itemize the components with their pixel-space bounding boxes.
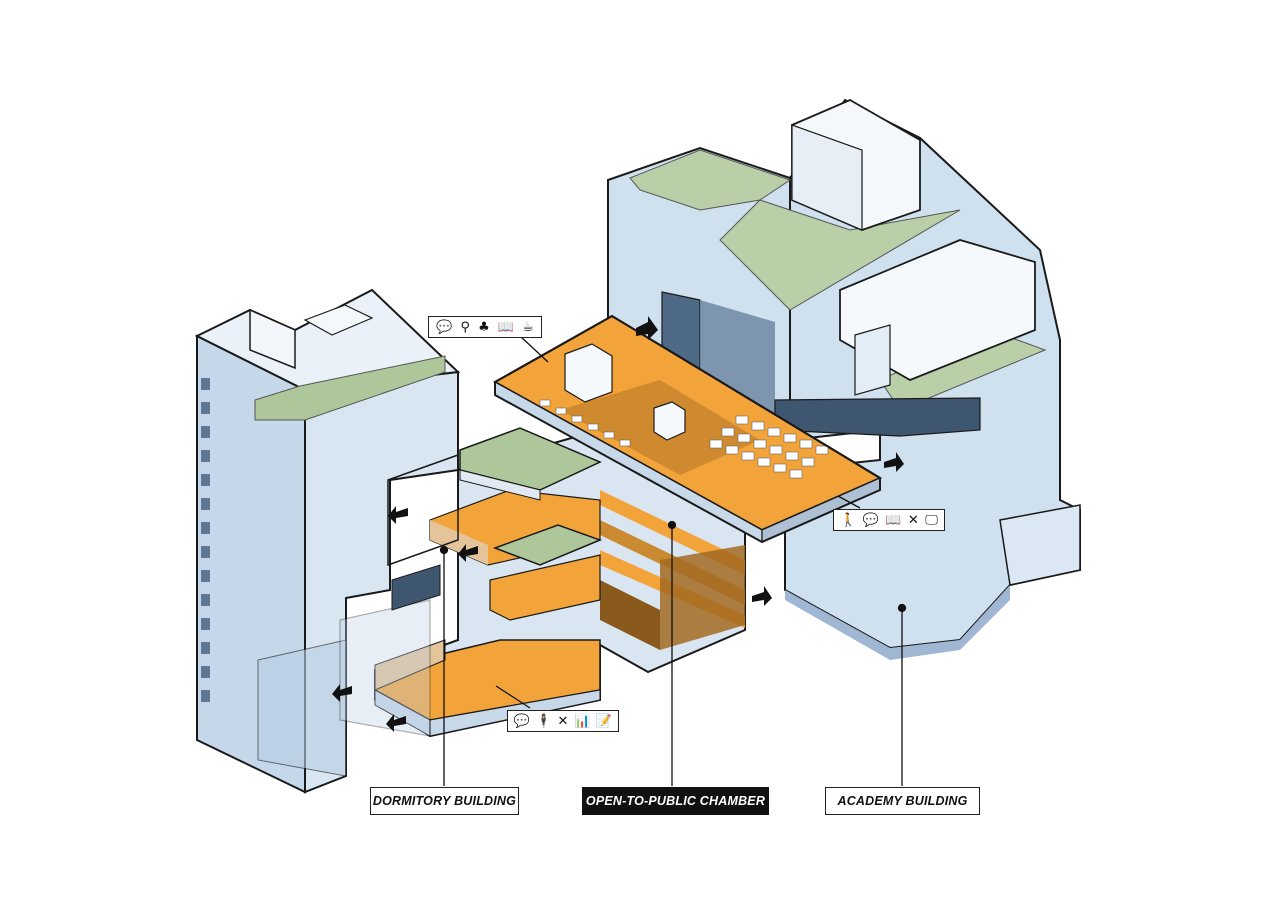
leader-lines — [439, 335, 907, 786]
coffee-cup-icon: ☕ — [522, 319, 534, 335]
open-to-public-chamber-label: OPEN-TO-PUBLIC CHAMBER — [582, 787, 769, 815]
speech-bubbles-icon: 💬 — [862, 512, 879, 528]
dormitory-building-label: DORMITORY BUILDING — [370, 787, 519, 815]
arrow-icon — [388, 506, 408, 524]
arrow-icon — [458, 544, 478, 562]
monitor-icon: 🖵 — [925, 512, 938, 528]
speech-bubbles-icon: 💬 — [513, 713, 531, 729]
circulation-arrows — [332, 316, 904, 732]
book-icon: 📖 — [497, 319, 515, 335]
academy-building-label: ACADEMY BUILDING — [825, 787, 980, 815]
arrow-icon — [752, 586, 772, 606]
presentation-board-icon: 📊 — [574, 713, 591, 729]
walking-person-icon: 🚶 — [840, 512, 857, 528]
dormitory-windows — [201, 378, 210, 702]
tools-icon: ✕ — [557, 713, 569, 729]
desk-grid — [539, 399, 829, 479]
arrow-icon — [884, 452, 904, 472]
standing-person-icon: 🕴 — [535, 713, 552, 729]
tools-icon: ✕ — [907, 512, 919, 528]
dormitory-building — [194, 288, 461, 794]
speaker-podium-icon: ⚲ — [460, 319, 470, 335]
notes-icon: 📝 — [595, 713, 613, 729]
icon-strip-workspace: 🚶 💬 📖 ✕ 🖵 — [833, 509, 945, 531]
icon-strip-lower-floor: 💬 🕴 ✕ 📊 📝 — [507, 710, 619, 732]
speech-bubbles-icon: 💬 — [436, 319, 453, 335]
icon-strip-top-floor: 💬 ⚲ ♣ 📖 ☕ — [428, 316, 542, 338]
arrow-icon — [332, 684, 352, 702]
arrow-icon — [636, 316, 658, 340]
public-chamber — [339, 314, 883, 738]
arrow-icon — [386, 714, 406, 732]
tree-icon: ♣ — [478, 319, 490, 335]
book-icon: 📖 — [885, 512, 902, 528]
